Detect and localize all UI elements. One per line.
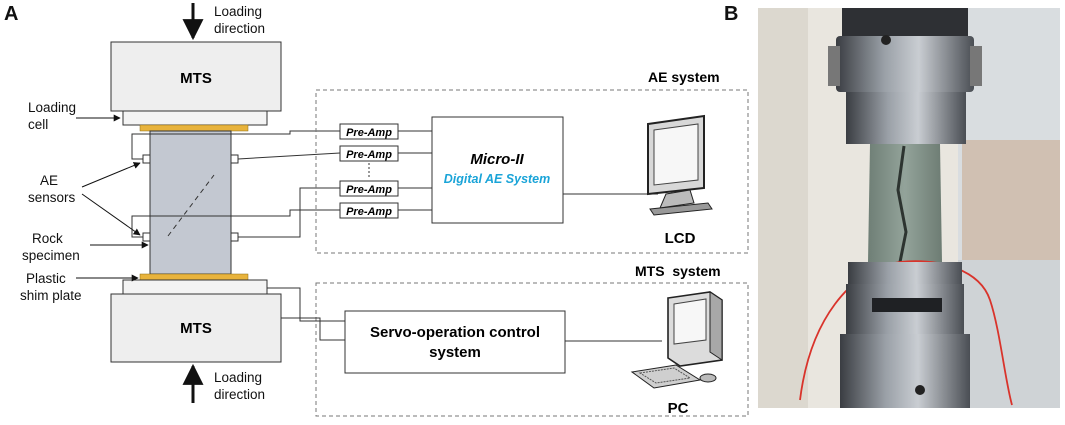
pc-icon [630, 291, 723, 389]
lcd-label: LCD [665, 230, 696, 247]
rock-label-1: Rock [32, 231, 63, 246]
micro-ii-box [431, 116, 564, 224]
ae-system-frame [315, 89, 749, 254]
loading-cell-label-2: cell [28, 117, 48, 132]
lcd-monitor-icon [647, 114, 713, 216]
panel-a-label: A [4, 3, 18, 25]
rock-specimen [149, 130, 232, 275]
ae-sensors-pointer-lower [81, 193, 141, 236]
sensor-cable-4 [238, 187, 340, 238]
mts-system-title: MTS system [635, 263, 721, 279]
mts-bottom-block [110, 293, 282, 363]
mts-to-servo-wire [267, 287, 345, 322]
test-rig-photo [758, 8, 1060, 408]
mts-to-servo-wire-2 [281, 317, 345, 341]
ae-sensor-1 [142, 154, 151, 164]
micro-ii-title: Micro-II [470, 151, 524, 168]
shim-label-2: shim plate [20, 288, 82, 303]
bottom-shim-plate [139, 273, 249, 281]
loading-cell [122, 110, 268, 126]
top-loading-label-1: Loading [214, 4, 262, 19]
pc-label: PC [668, 400, 689, 417]
servo-control-box [344, 310, 566, 374]
rock-label-2: specimen [22, 248, 80, 263]
bottom-platen [122, 279, 268, 295]
sensor-cable-2 [237, 152, 341, 160]
preamp-2-label: Pre-Amp [346, 149, 392, 161]
bottom-loading-label-2: direction [214, 387, 265, 402]
top-loading-label-2: direction [214, 21, 265, 36]
mts-top-label: MTS [180, 70, 212, 87]
top-shim-plate [139, 124, 249, 132]
shim-label-1: Plastic [26, 271, 66, 286]
preamp-3-label: Pre-Amp [346, 184, 392, 196]
ae-sensors-pointer-upper [81, 162, 141, 188]
loading-cell-label-1: Loading [28, 100, 76, 115]
preamp-4-label: Pre-Amp [346, 206, 392, 218]
ae-system-title: AE system [648, 69, 720, 85]
ae-sensor-2 [230, 154, 239, 164]
ae-sensor-3 [142, 232, 151, 242]
specimen-fracture [167, 174, 215, 237]
servo-label-1: Servo-operation control [370, 324, 540, 341]
mts-system-frame [315, 282, 749, 417]
bottom-loading-label-1: Loading [214, 370, 262, 385]
sensor-cable-left [131, 130, 340, 160]
preamp-1-label: Pre-Amp [346, 127, 392, 139]
mts-bottom-label: MTS [180, 320, 212, 337]
servo-label-2: system [429, 344, 481, 361]
sensor-cable-left-lower [131, 209, 340, 238]
ae-sensors-label-1: AE [40, 173, 58, 188]
panel-b-label: B [724, 3, 738, 25]
ae-sensors-label-2: sensors [28, 190, 76, 205]
ae-sensor-4 [230, 232, 239, 242]
micro-ii-subtitle: Digital AE System [444, 172, 551, 186]
